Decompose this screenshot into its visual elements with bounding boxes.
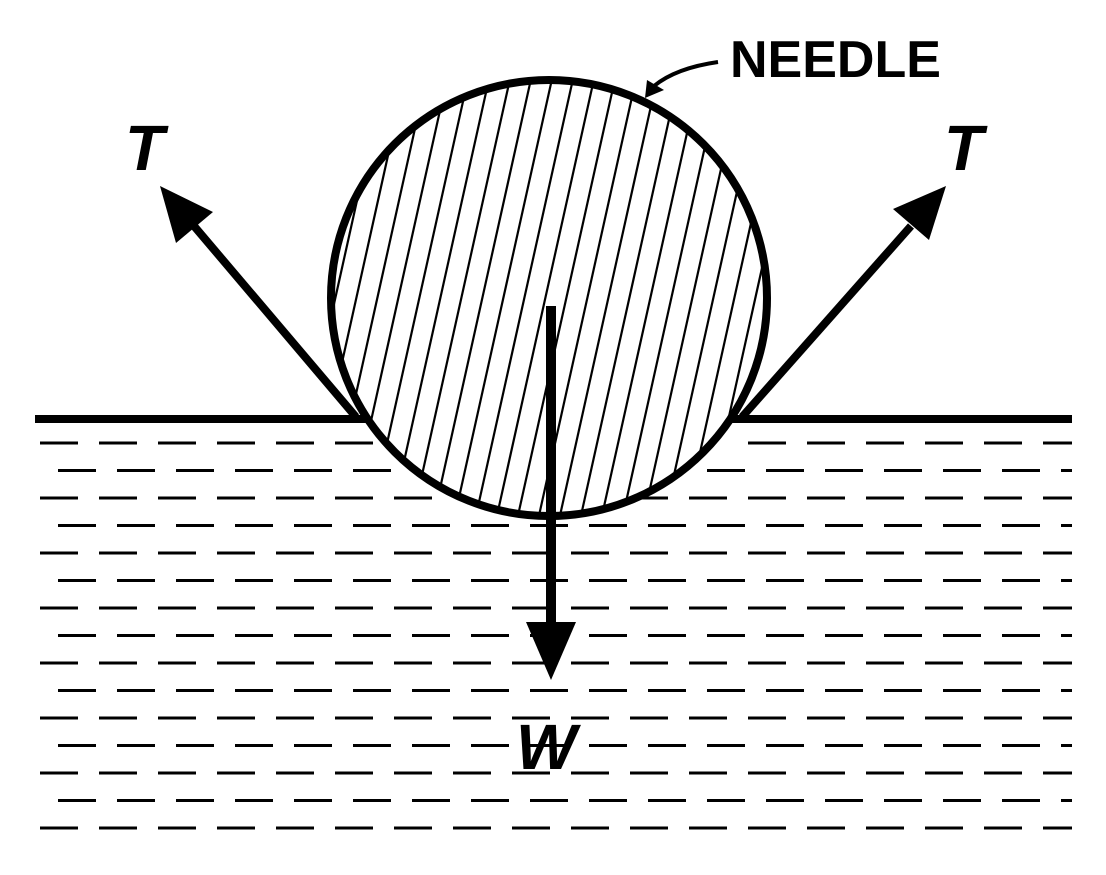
needle-callout-arrowhead xyxy=(645,80,664,98)
hatch-line xyxy=(683,80,767,516)
hatch-line xyxy=(853,70,953,520)
tension-arrow-right xyxy=(739,186,946,420)
tension-arrowhead-right xyxy=(893,186,946,240)
hatch-line xyxy=(557,80,661,516)
hatch-line xyxy=(1042,70,1106,520)
hatch-line xyxy=(473,80,577,516)
hatch-line xyxy=(34,70,134,520)
hatch-line xyxy=(0,70,29,520)
hatch-line xyxy=(0,70,92,520)
needle-label: NEEDLE xyxy=(730,31,941,89)
hatch-line xyxy=(223,70,323,520)
hatch-line xyxy=(160,70,260,520)
hatch-line xyxy=(0,70,50,520)
weight-arrow xyxy=(526,306,576,680)
weight-label: W xyxy=(516,711,581,783)
hatch-line xyxy=(790,70,890,520)
hatch-line xyxy=(181,70,281,520)
tension-arrow-left xyxy=(160,186,360,420)
hatch-line xyxy=(1084,70,1106,520)
hatch-line xyxy=(410,80,514,516)
tension-label-right: T xyxy=(944,112,988,184)
hatch-line xyxy=(431,80,535,516)
hatch-line xyxy=(0,70,8,520)
hatch-line xyxy=(13,70,113,520)
water-body xyxy=(40,441,1072,830)
hatch-line xyxy=(1063,70,1106,520)
needle-callout-arrow xyxy=(652,60,719,88)
needle-fill xyxy=(331,80,767,516)
hatch-line xyxy=(1021,70,1106,520)
hatch-line xyxy=(389,80,493,516)
tension-arrowhead-left xyxy=(160,186,213,243)
hatch-line xyxy=(1000,70,1100,520)
hatch-line xyxy=(0,70,71,520)
hatch-line xyxy=(578,80,682,516)
hatch-line xyxy=(599,80,703,516)
hatch-line xyxy=(494,80,598,516)
needle-hatching xyxy=(0,70,1106,520)
hatch-line xyxy=(979,70,1079,520)
weight-arrowhead xyxy=(526,622,576,680)
hatch-line xyxy=(452,80,556,516)
tension-label-left: T xyxy=(125,112,169,184)
hatch-line xyxy=(811,70,911,520)
hatch-line xyxy=(515,80,619,516)
